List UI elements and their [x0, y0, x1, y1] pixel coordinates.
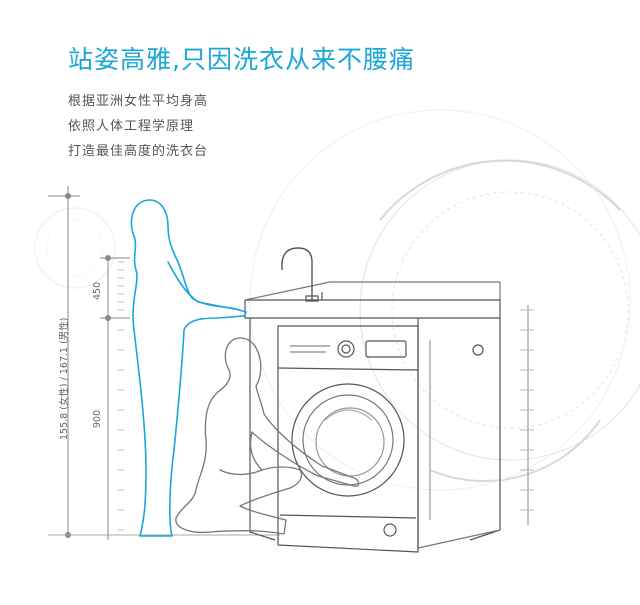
washing-cabinet-sketch	[244, 247, 501, 553]
headline: 站姿高雅,只因洗衣从来不腰痛	[68, 45, 415, 74]
description-line-2: 依照人体工程学原理	[68, 119, 195, 134]
squatting-woman-figure	[175, 337, 360, 535]
dimension-label-lower: 900	[92, 409, 103, 428]
description-line-3: 打造最佳高度的洗衣台	[68, 144, 209, 159]
description: 根据亚洲女性平均身高 依照人体工程学原理 打造最佳高度的洗衣台	[68, 89, 208, 164]
dimension-label-upper: 450	[92, 281, 103, 300]
dimension-label-body-height: 155.8 (女性) / 167.1 (男性)	[59, 317, 70, 441]
standing-woman-figure	[130, 199, 247, 537]
height-ruler	[48, 186, 534, 540]
description-line-1: 根据亚洲女性平均身高	[68, 94, 209, 109]
